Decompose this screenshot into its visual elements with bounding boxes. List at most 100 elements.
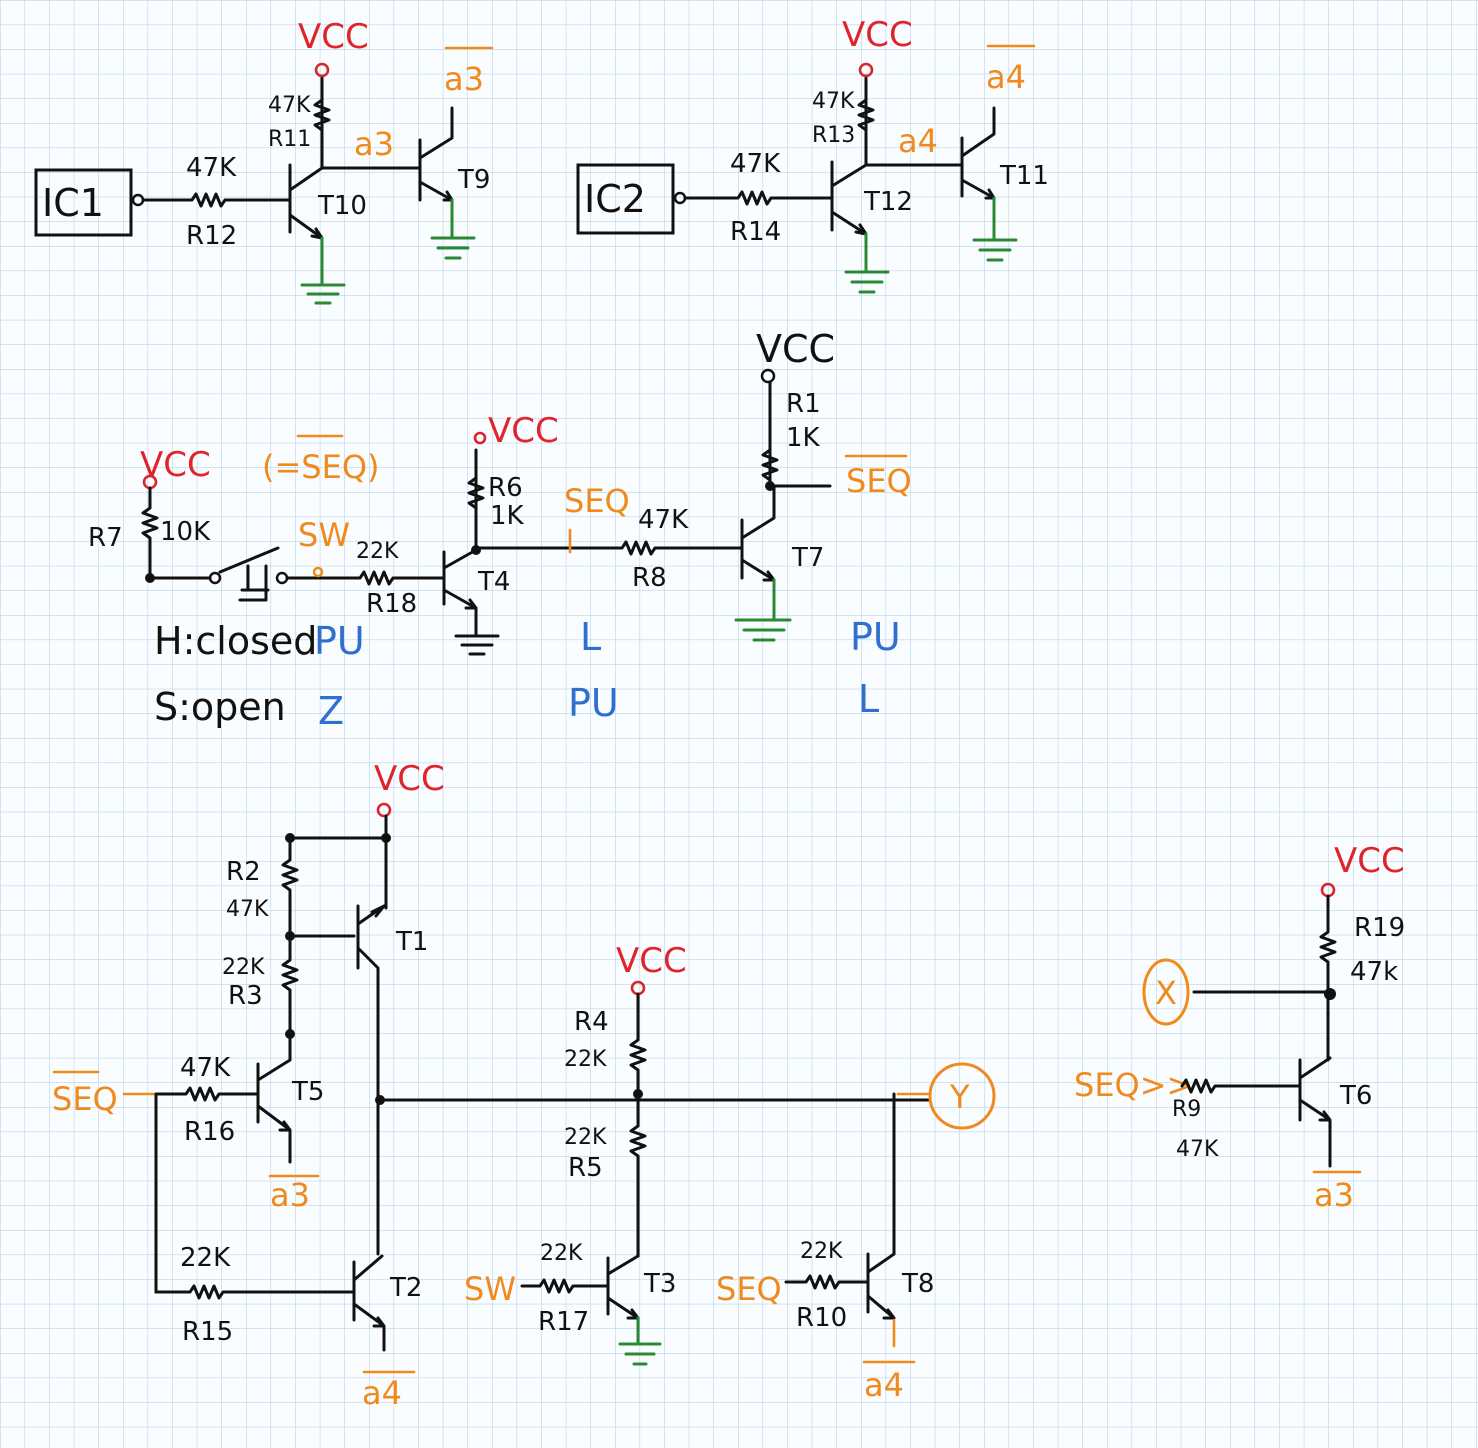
vcc-label: VCC: [374, 759, 445, 799]
ground-icon: [430, 198, 476, 260]
vcc-terminal-icon: [858, 62, 874, 78]
t3-symbol: [606, 1254, 640, 1320]
r5-value: 22K: [564, 1125, 607, 1150]
vcc-label: VCC: [140, 445, 211, 485]
t8-symbol: [866, 1252, 896, 1320]
state-pu: PU: [850, 615, 901, 659]
y-output-terminal: [928, 1062, 996, 1130]
r2-wire: [281, 836, 299, 938]
a4-bar-label: a4: [864, 1366, 904, 1404]
x-terminal: [1142, 958, 1190, 1026]
r18-wire: [285, 570, 446, 586]
output-network-block: VCC R2 47K T1 22K R3 SEQ 47K R16 T5 a3: [52, 759, 996, 1412]
ic1-box: [34, 168, 133, 237]
r5-label: R5: [568, 1153, 603, 1183]
t12-label: T12: [863, 187, 913, 217]
r17-wire: [520, 1278, 608, 1294]
t9-symbol: [418, 106, 454, 202]
r15-wire: [154, 1284, 354, 1300]
r1-value: 1K: [786, 423, 821, 453]
r14-label: R14: [730, 217, 781, 247]
r12-label: R12: [186, 221, 237, 251]
ic2-box: [576, 163, 675, 235]
ground-icon: [734, 578, 792, 642]
r18-label: R18: [366, 589, 417, 619]
t5-symbol: [256, 1058, 292, 1164]
r13-value: 47K: [812, 89, 855, 114]
vcc-label: VCC: [756, 327, 835, 371]
r9-value: 47K: [1176, 1137, 1219, 1162]
r15-label: R15: [182, 1317, 233, 1347]
y-label: Y: [949, 1078, 970, 1116]
r17-label: R17: [538, 1307, 589, 1337]
a3-bar-label: a3: [270, 1176, 310, 1214]
vcc-terminal-icon: [314, 62, 330, 78]
t9-label: T9: [457, 165, 490, 195]
r8-label: R8: [632, 563, 667, 593]
r1-wire: [761, 380, 832, 488]
r12-wire: [141, 192, 292, 208]
t1-symbol: [356, 904, 386, 1102]
r7-value: 10K: [160, 517, 211, 547]
r4-wire: [629, 992, 647, 1096]
sw-label: SW: [298, 516, 350, 554]
t4-label: T4: [477, 567, 510, 597]
seq-node-label: SEQ: [564, 482, 630, 520]
ic2-driver-block: IC2 47K R14 VCC 47K R13 T12 a4 a4 T11: [576, 15, 1049, 294]
x-label: X: [1155, 974, 1177, 1012]
vcc-label: VCC: [616, 941, 687, 981]
vcc-label: VCC: [488, 411, 559, 451]
r16-wire: [154, 1086, 260, 1294]
t11-label: T11: [999, 161, 1049, 191]
vcc-label: VCC: [1334, 841, 1405, 881]
t7-symbol: [740, 484, 776, 582]
r3-label: R3: [228, 981, 263, 1011]
r10-label: R10: [796, 1303, 847, 1333]
x-node-block: VCC R19 47k X SEQ>> R9 47K T6 a3: [1074, 841, 1405, 1214]
vcc-terminal-icon: [473, 431, 487, 445]
r1-label: R1: [786, 389, 821, 419]
t10-label: T10: [317, 191, 367, 221]
r6-zigzag: [467, 476, 485, 510]
a3-node-label: a3: [354, 125, 394, 163]
ic1-label: IC1: [42, 181, 104, 225]
t7-label: T7: [791, 543, 824, 573]
a3-bar-label: a3: [1314, 1176, 1354, 1214]
state-l: L: [580, 615, 601, 659]
vcc-label: VCC: [842, 15, 913, 55]
t3-label: T3: [643, 1269, 676, 1299]
a3-bar-label: a3: [444, 60, 484, 98]
ground-icon: [618, 1316, 662, 1366]
ic1-driver-block: IC1 47K R12 VCC 47K R11 T10 a3 a3 T9: [34, 17, 494, 305]
h-closed-label: H:closed: [154, 619, 317, 663]
ground-icon: [454, 634, 500, 656]
r9-wire: [1180, 1078, 1302, 1094]
r3-value: 22K: [222, 955, 265, 980]
vcc-label: VCC: [298, 17, 369, 57]
sw-input-label: SW: [464, 1270, 516, 1308]
vcc-rail: [288, 814, 388, 910]
r10-wire: [784, 1274, 868, 1290]
seq-eq-label: (=SEQ): [262, 448, 380, 486]
r8-value: 47K: [638, 505, 689, 535]
switch-actuator: [238, 564, 270, 602]
switch-lever: [218, 546, 280, 574]
t2-label: T2: [389, 1273, 422, 1303]
seq-bar-input-label: SEQ: [52, 1080, 118, 1118]
r16-label: R16: [184, 1117, 235, 1147]
t1-label: T1: [395, 927, 428, 957]
ground-icon: [300, 236, 346, 305]
vcc-terminal-icon: [760, 368, 776, 384]
r3-wire: [281, 934, 299, 1036]
t11-symbol: [960, 106, 996, 200]
vcc-terminal-icon: [376, 802, 392, 818]
r7-wire: [141, 486, 159, 580]
s-open-label: S:open: [154, 685, 286, 729]
r11-label: R11: [268, 127, 311, 152]
r4-label: R4: [574, 1007, 609, 1037]
seq-switch-block: VCC R7 10K (=SEQ) SW 22K R18 VCC R6 1K T…: [88, 327, 912, 733]
r8-wire: [474, 540, 744, 556]
r9-label: R9: [1172, 1097, 1201, 1122]
